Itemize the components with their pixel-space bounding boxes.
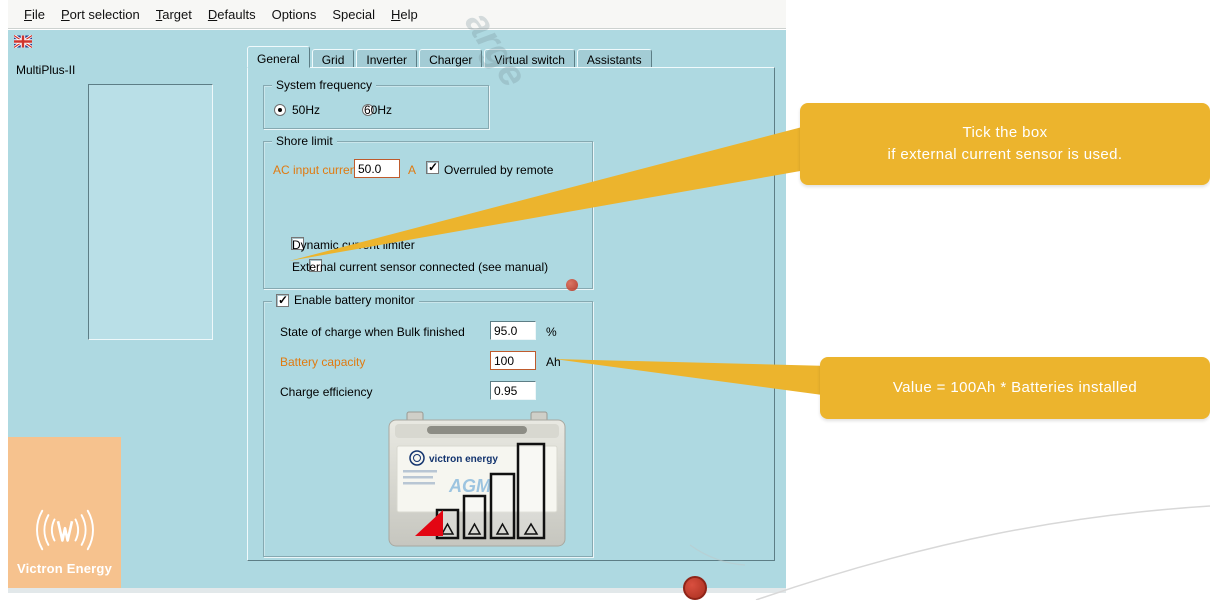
callout-external-sensor: Tick the box if external current sensor … <box>800 103 1210 185</box>
menu-item-special[interactable]: Special <box>332 6 376 22</box>
brand-name: Victron Energy <box>16 561 113 576</box>
red-sticker-watermark <box>683 576 707 600</box>
menu-item-port-selection[interactable]: Port selection <box>60 6 140 22</box>
menu-bar: File Port selection Target Defaults Opti… <box>8 0 786 29</box>
tab-inverter[interactable]: Inverter <box>356 49 418 68</box>
callout-line: Tick the box <box>962 123 1048 141</box>
tab-general[interactable]: General <box>247 46 310 68</box>
battery-image: victron energy AGM <box>388 411 566 547</box>
shore-limit-title: Shore limit <box>272 134 337 148</box>
menu-item-target[interactable]: Target <box>155 6 192 22</box>
red-dot-watermark <box>566 279 578 291</box>
overruled-by-remote-label: Overruled by remote <box>444 163 554 177</box>
state-of-charge-input[interactable] <box>490 321 536 340</box>
radio-60hz[interactable] <box>362 104 375 116</box>
battery-brand-text: victron energy <box>429 454 498 465</box>
menu-item-help[interactable]: Help <box>391 6 418 22</box>
menu-item-defaults[interactable]: Defaults <box>207 6 256 22</box>
external-current-sensor-label: External current sensor connected (see m… <box>292 260 549 274</box>
dynamic-current-limiter-label: Dynamic current limiter <box>292 238 415 252</box>
radio-50hz[interactable] <box>274 104 286 116</box>
device-name: MultiPlus-II <box>16 63 76 77</box>
callout-line: Value = 100Ah * Batteries installed <box>892 378 1138 396</box>
battery-capacity-input[interactable] <box>490 351 536 370</box>
battery-capacity-unit: Ah <box>546 355 561 369</box>
window-edge <box>8 588 786 593</box>
system-frequency-group: System frequency 50Hz 60Hz <box>263 78 489 129</box>
callout-battery-capacity: Value = 100Ah * Batteries installed <box>820 357 1210 419</box>
battery-model-text: AGM <box>448 476 492 496</box>
battery-capacity-label: Battery capacity <box>280 355 366 369</box>
general-tab-page: System frequency 50Hz 60Hz Shore limit A… <box>247 67 775 561</box>
charge-efficiency-label: Charge efficiency <box>280 385 373 399</box>
victron-logo-icon <box>35 509 94 551</box>
tab-virtual-switch[interactable]: Virtual switch <box>484 49 575 68</box>
app-window: MultiPlus-II Victron Energy General Grid… <box>8 30 786 588</box>
brand-panel: Victron Energy <box>8 437 121 588</box>
device-listbox[interactable] <box>88 84 213 340</box>
ac-input-current-limit-input[interactable] <box>354 159 400 178</box>
battery-monitor-header: Enable battery monitor <box>272 293 419 307</box>
menu-item-file[interactable]: File <box>24 6 45 22</box>
radio-50hz-label: 50Hz <box>292 103 321 117</box>
state-of-charge-label: State of charge when Bulk finished <box>280 325 465 339</box>
battery-monitor-group: Enable battery monitor State of charge w… <box>263 293 593 557</box>
menu-item-options[interactable]: Options <box>271 6 317 22</box>
ac-input-current-limit-unit: A <box>408 163 417 177</box>
system-frequency-title: System frequency <box>272 78 377 92</box>
enable-battery-monitor-label: Enable battery monitor <box>294 293 415 307</box>
charge-efficiency-input[interactable] <box>490 381 536 400</box>
callout-line: if external current sensor is used. <box>887 146 1123 163</box>
overruled-by-remote-checkbox[interactable] <box>426 160 439 174</box>
state-of-charge-unit: % <box>546 325 557 339</box>
tab-strip: General Grid Inverter Charger Virtual sw… <box>247 46 654 68</box>
radio-60hz-label: 60Hz <box>364 103 393 117</box>
uk-flag-icon <box>14 35 32 48</box>
enable-battery-monitor-checkbox[interactable] <box>276 293 289 307</box>
shore-limit-group: Shore limit AC input current limit A Ove… <box>263 134 593 289</box>
tab-grid[interactable]: Grid <box>311 49 355 68</box>
slide-arc <box>755 505 1210 600</box>
tab-assistants[interactable]: Assistants <box>576 49 652 68</box>
tab-charger[interactable]: Charger <box>419 49 483 68</box>
